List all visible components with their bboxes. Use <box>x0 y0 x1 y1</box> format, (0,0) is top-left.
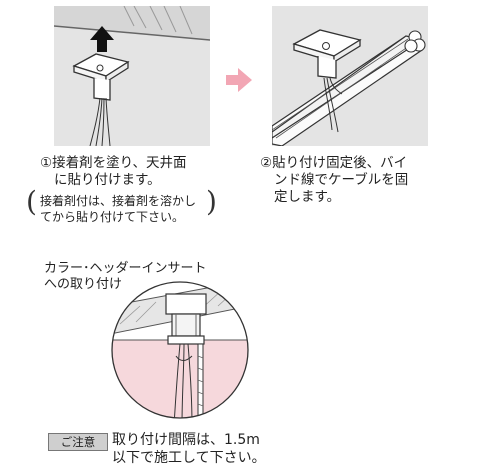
paren-left: ( <box>26 185 37 218</box>
up-arrow-icon <box>90 26 114 52</box>
collar-title-line1: カラー･ヘッダーインサート <box>44 261 207 276</box>
step1-note-line1: 接着剤付は、接着剤を溶かし <box>40 194 197 208</box>
step1-note-line2: てから貼り付けて下さい。 <box>40 210 185 224</box>
step2-line2: ンド線でケーブルを固 <box>274 172 409 188</box>
caution-line2: 以下で施工して下さい。 <box>112 450 266 466</box>
step2-line1: ②貼り付け固定後、バイ <box>260 155 408 171</box>
caution-badge: ご注意 <box>48 433 108 451</box>
caution-line1: 取り付け間隔は、1.5m <box>112 432 260 448</box>
next-step-arrow-icon <box>226 68 252 92</box>
step1-illustration <box>54 6 210 146</box>
step1-line1: ①接着剤を塗り、天井面 <box>40 155 187 171</box>
paren-right: ) <box>206 185 217 218</box>
step2-illustration <box>272 6 428 146</box>
step1-line2: に貼り付けます。 <box>54 172 161 188</box>
collar-insert-illustration <box>111 281 249 419</box>
step2-line3: 定します。 <box>274 189 341 205</box>
collar-title-line2: への取り付け <box>44 277 123 292</box>
